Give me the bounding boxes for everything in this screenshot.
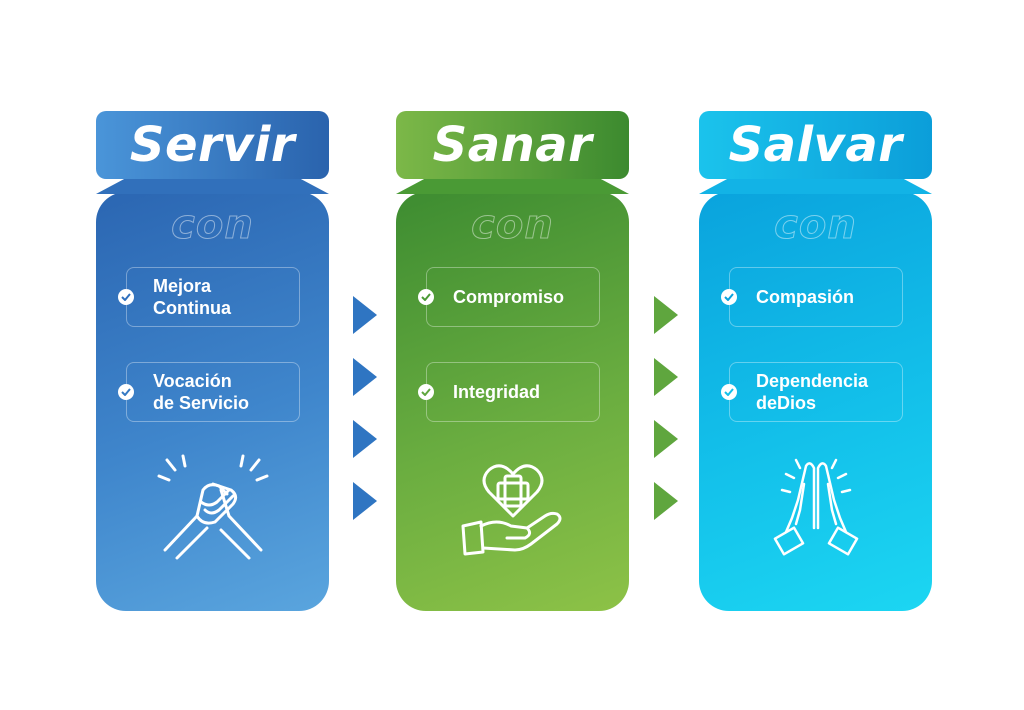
check-icon — [118, 384, 134, 400]
value-item: Vocación de Servicio — [118, 362, 300, 422]
column-panel: con Compromiso Integridad — [396, 192, 629, 611]
value-label: Vocación de Servicio — [153, 371, 250, 413]
arrow-icon — [353, 420, 377, 458]
value-label: Mejora Continua — [153, 276, 231, 318]
praying-hands-icon — [773, 458, 858, 556]
value-item: Dependencia deDios — [721, 362, 903, 422]
arrow-icon — [654, 482, 678, 520]
check-icon — [721, 289, 737, 305]
arrow-icon — [353, 358, 377, 396]
value-item: Mejora Continua — [118, 267, 300, 327]
value-item: Integridad — [418, 362, 600, 422]
column-subtitle: con — [471, 202, 554, 249]
column-title: Servir — [96, 111, 329, 179]
value-label: Integridad — [453, 382, 541, 402]
check-icon — [418, 384, 434, 400]
column-subtitle: con — [171, 202, 254, 249]
arrow-icon — [353, 296, 377, 334]
hand-heart-icon — [461, 464, 561, 556]
value-label: Compromiso — [453, 287, 565, 307]
arrow-icon — [654, 420, 678, 458]
check-icon — [721, 384, 737, 400]
column-title: Sanar — [396, 111, 629, 179]
value-label: Compasión — [756, 287, 855, 307]
column-panel: con Mejora Continua Vocación de Servicio — [96, 192, 329, 611]
arrow-icon — [654, 358, 678, 396]
value-item: Compasión — [721, 267, 903, 327]
column-subtitle: con — [774, 202, 857, 249]
arrow-icon — [654, 296, 678, 334]
tab-connector — [96, 178, 329, 194]
column-panel: con Compasión Dependencia deDios — [699, 192, 932, 611]
check-icon — [118, 289, 134, 305]
arrow-icon — [353, 482, 377, 520]
column-title: Salvar — [699, 111, 932, 179]
tab-connector — [699, 178, 932, 194]
handshake-icon — [157, 454, 268, 560]
check-icon — [418, 289, 434, 305]
value-item: Compromiso — [418, 267, 600, 327]
value-label: Dependencia deDios — [756, 371, 869, 413]
tab-connector — [396, 178, 629, 194]
